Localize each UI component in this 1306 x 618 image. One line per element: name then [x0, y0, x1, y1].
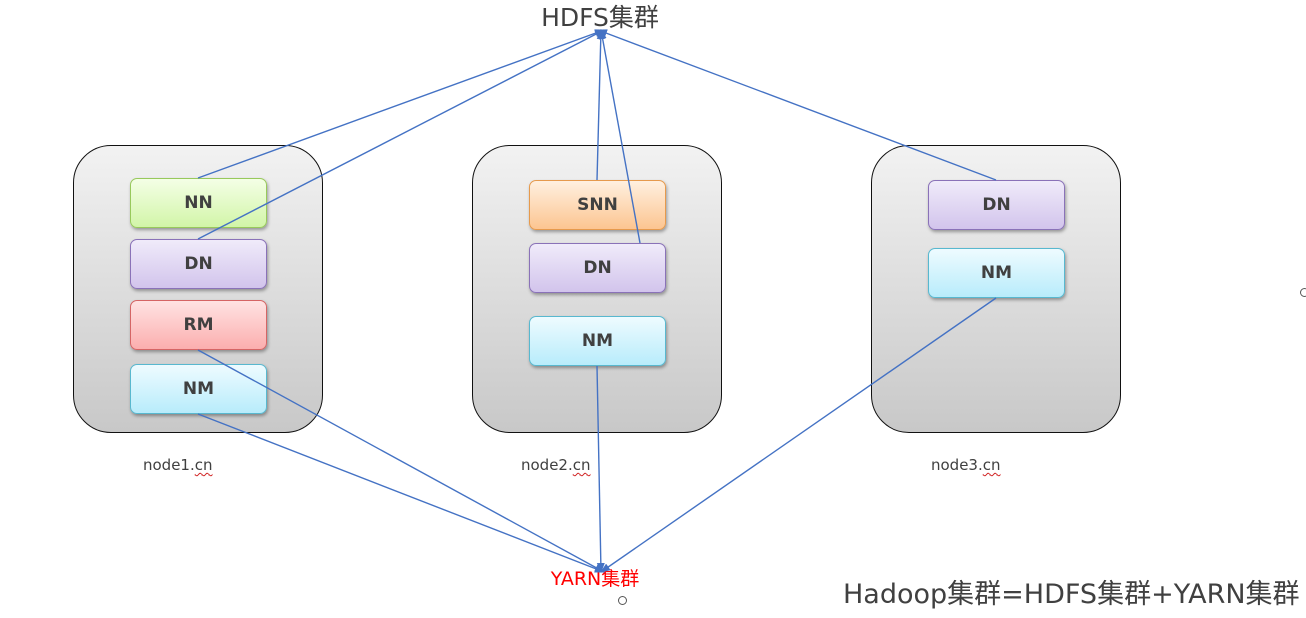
node1-nn-box: NN — [130, 178, 267, 228]
anchor-circle — [618, 596, 627, 605]
node2-dn-box: DN — [529, 243, 666, 293]
hdfs-cluster-title: HDFS集群 — [541, 3, 659, 32]
node3-hostname: node3.cn — [931, 456, 1001, 474]
node1-dn-box: DN — [130, 239, 267, 289]
edge-node1-nm-yarn — [197, 413, 605, 573]
node2-nm-box: NM — [529, 316, 666, 366]
node2-snn-box: SNN — [529, 180, 666, 230]
yarn-cluster-title: YARN集群 — [550, 568, 640, 590]
node2-hostname: node2.cn — [521, 456, 591, 474]
node1-hostname: node1.cn — [143, 456, 213, 474]
edge-anchor-circle — [1300, 288, 1306, 297]
node1-rm-box: RM — [130, 300, 267, 350]
node1-nm-box: NM — [130, 364, 267, 414]
summary-caption: Hadoop集群=HDFS集群+YARN集群 — [843, 579, 1300, 610]
node3-dn-box: DN — [928, 180, 1065, 230]
node3-nm-box: NM — [928, 248, 1065, 298]
